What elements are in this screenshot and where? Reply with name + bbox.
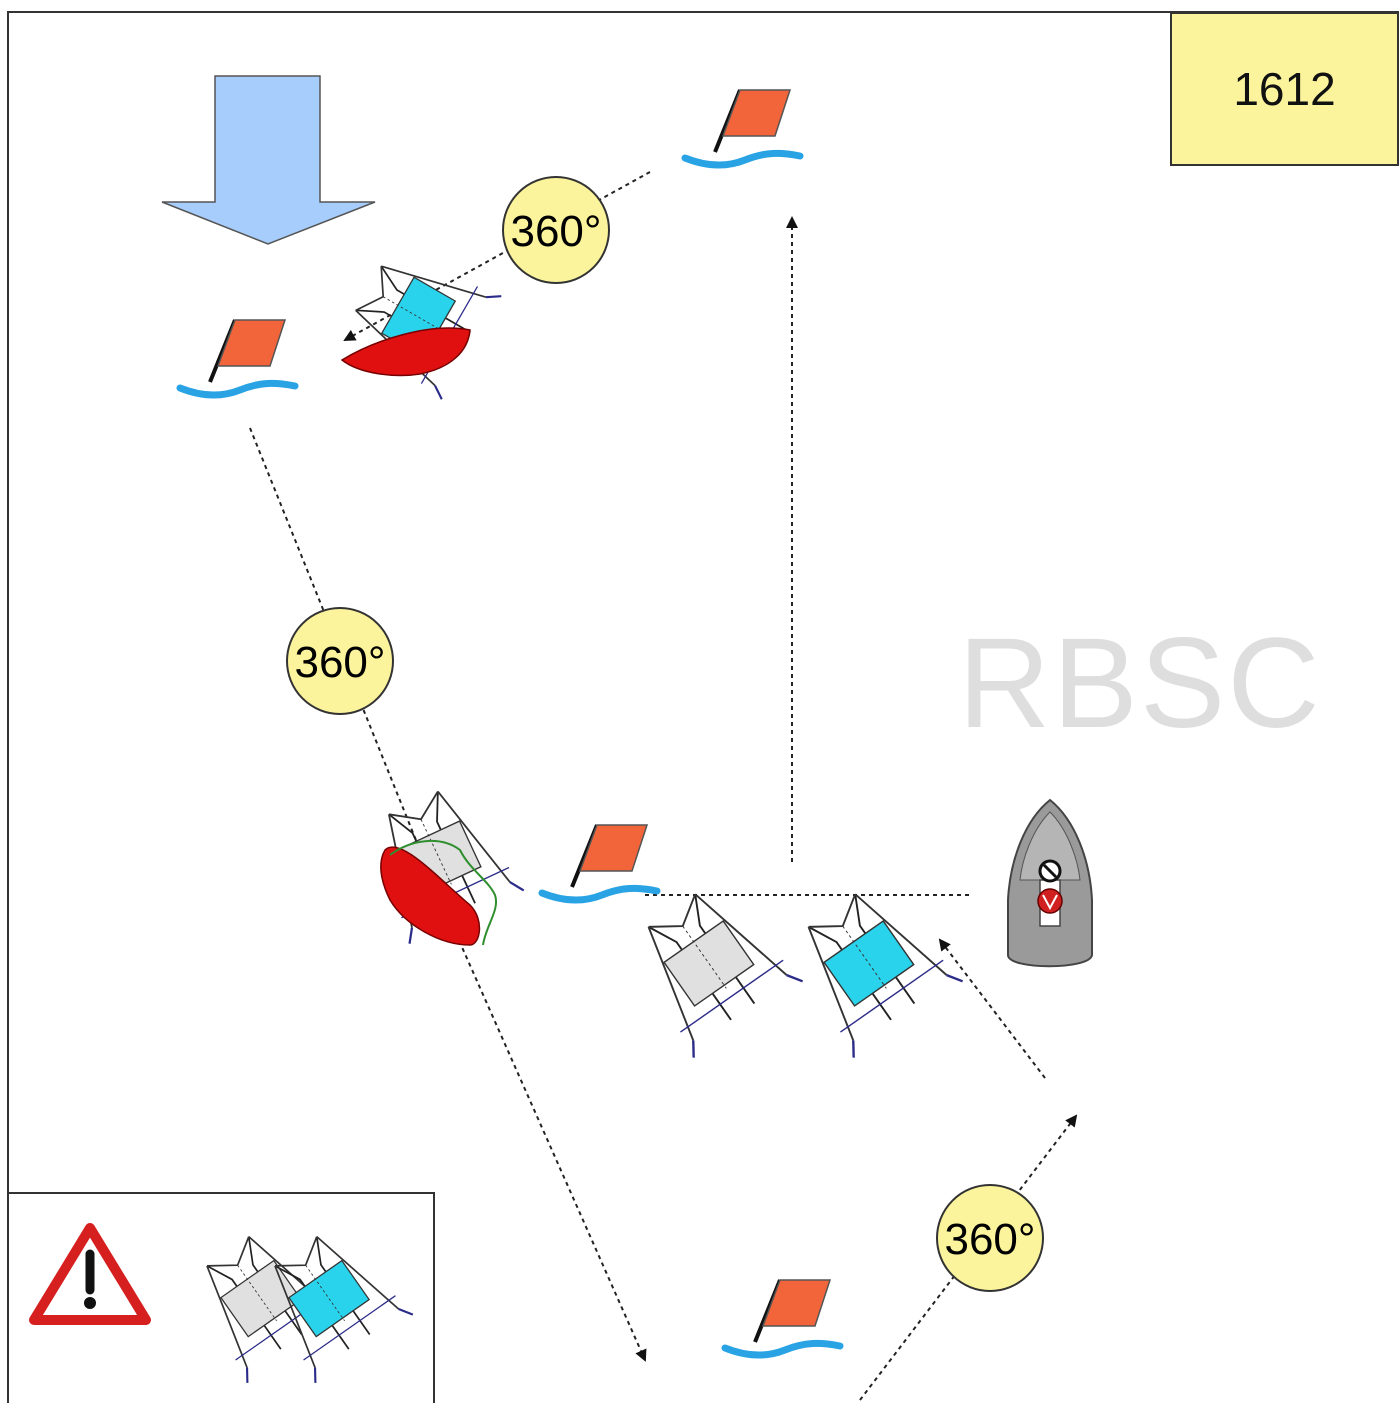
mark-flag-icon bbox=[725, 1280, 840, 1355]
turn-badge: 360° bbox=[936, 1184, 1044, 1292]
scenario-number: 1612 bbox=[1170, 12, 1399, 166]
catamaran-icon bbox=[616, 871, 804, 1059]
mark-flag-icon bbox=[685, 90, 800, 165]
catamaran-icon bbox=[337, 235, 503, 401]
green-track-line bbox=[389, 839, 498, 946]
wind-arrow-icon bbox=[161, 75, 376, 245]
committee-boat-icon bbox=[1007, 798, 1093, 968]
svg-text:360°: 360° bbox=[944, 1215, 1035, 1264]
frame-border bbox=[7, 11, 1399, 1403]
turn-badge: 360° bbox=[286, 607, 394, 715]
catamaran-icon bbox=[776, 871, 964, 1059]
watermark: RBSC bbox=[958, 612, 1322, 755]
mark-flag-icon bbox=[180, 320, 295, 395]
red-hull-middle bbox=[380, 846, 481, 946]
legend-box bbox=[8, 1192, 435, 1403]
turn-badge: 360° bbox=[502, 176, 610, 284]
svg-text:360°: 360° bbox=[294, 638, 385, 687]
svg-text:360°: 360° bbox=[510, 207, 601, 256]
warning-triangle-icon bbox=[29, 1223, 151, 1325]
mark-flag-icon bbox=[542, 825, 657, 900]
red-hull-upper bbox=[340, 327, 471, 377]
